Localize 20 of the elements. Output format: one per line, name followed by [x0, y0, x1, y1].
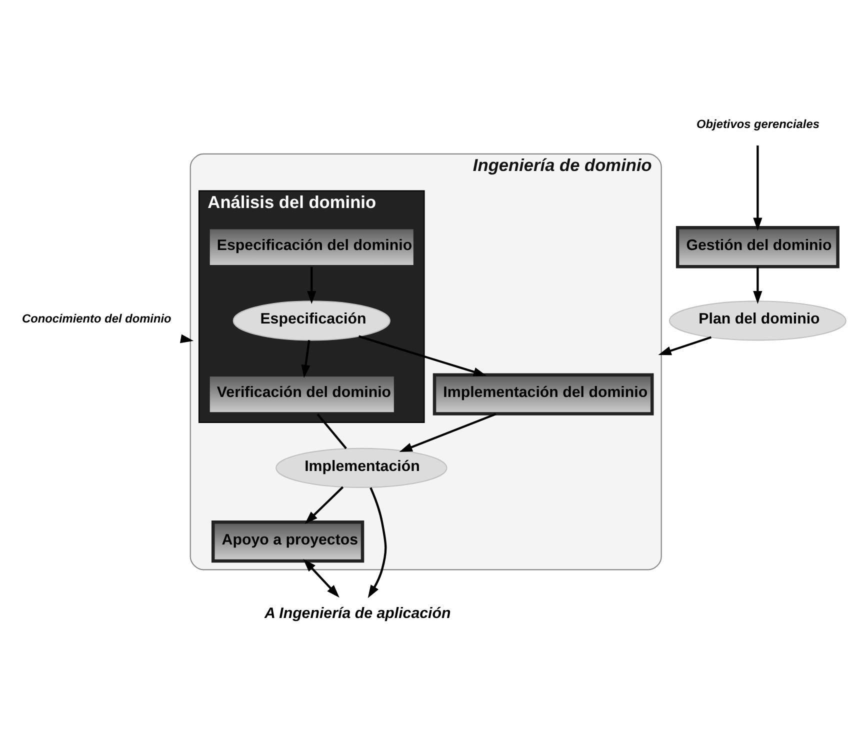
arrow: [752, 266, 762, 304]
node-box: Implementación del dominio: [432, 372, 654, 415]
node-text: Conocimiento del dominio: [22, 311, 171, 326]
arrow: [306, 266, 316, 304]
arrow: [367, 486, 386, 598]
connector: [316, 412, 346, 449]
node-text: Objetivos gerenciales: [696, 116, 819, 130]
node-ellipse: Implementación: [275, 447, 447, 488]
node-box: Gestión del dominio: [675, 225, 839, 268]
arrow: [300, 340, 310, 378]
arrow: [358, 334, 486, 376]
node-ellipse: Especificación: [232, 300, 390, 340]
node-ellipse: Plan del dominio: [668, 300, 846, 340]
arrow: [398, 412, 496, 452]
arrow: [658, 336, 712, 355]
arrow: [752, 145, 762, 230]
arrow: [302, 558, 339, 598]
arrow: [304, 486, 344, 524]
node-text: A Ingeniería de aplicación: [264, 604, 450, 622]
node-box: Apoyo a proyectos: [210, 520, 364, 562]
